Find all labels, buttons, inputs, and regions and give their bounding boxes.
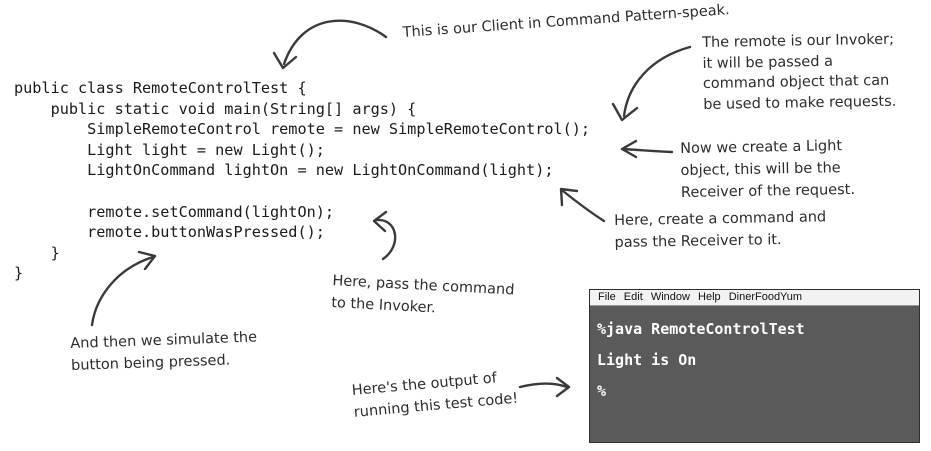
terminal-output[interactable]: %java RemoteControlTest Light is On % [590,306,919,407]
arrow-receiver [621,147,674,154]
arrow-create-command [561,189,606,223]
arrowhead-output [555,376,571,398]
arrow-simulate [90,255,155,327]
code-line: public class RemoteControlTest { [14,79,307,97]
menu-help[interactable]: Help [698,291,721,303]
terminal-line: %java RemoteControlTest [597,320,805,338]
arrowhead-client [272,51,298,70]
menu-dinerfoodyum[interactable]: DinerFoodYum [728,291,803,303]
terminal-prompt: % [597,382,607,400]
menu-edit[interactable]: Edit [623,291,643,303]
arrowhead-simulate [137,250,157,271]
code-line: remote.buttonWasPressed(); [14,223,325,242]
code-line: public static void main(String[] args) { [14,99,417,118]
arrowhead-create-command [559,187,579,207]
arrowhead-invoker [611,102,639,122]
terminal-menubar: File Edit Window Help DinerFoodYum [590,290,919,306]
code-listing: public class RemoteControlTest { public … [14,78,590,284]
arrow-output [518,382,569,389]
code-line: LightOnCommand lightOn = new LightOnComm… [14,161,554,180]
code-line: Light light = new Light(); [14,140,325,159]
terminal-window: File Edit Window Help DinerFoodYum %java… [589,289,920,443]
code-line: } [14,243,60,262]
menu-window[interactable]: Window [650,291,690,303]
arrow-client [282,19,388,66]
arrowhead-receiver [620,139,638,159]
terminal-line: Light is On [597,351,697,369]
arrow-invoker [622,45,692,118]
menu-file[interactable]: File [598,291,616,303]
code-line: remote.setCommand(lightOn); [14,202,335,221]
arrow-pass-command [374,218,397,261]
arrowhead-pass-command [372,210,388,233]
code-line: SimpleRemoteControl remote = new SimpleR… [14,120,591,139]
code-line: } [14,264,24,283]
